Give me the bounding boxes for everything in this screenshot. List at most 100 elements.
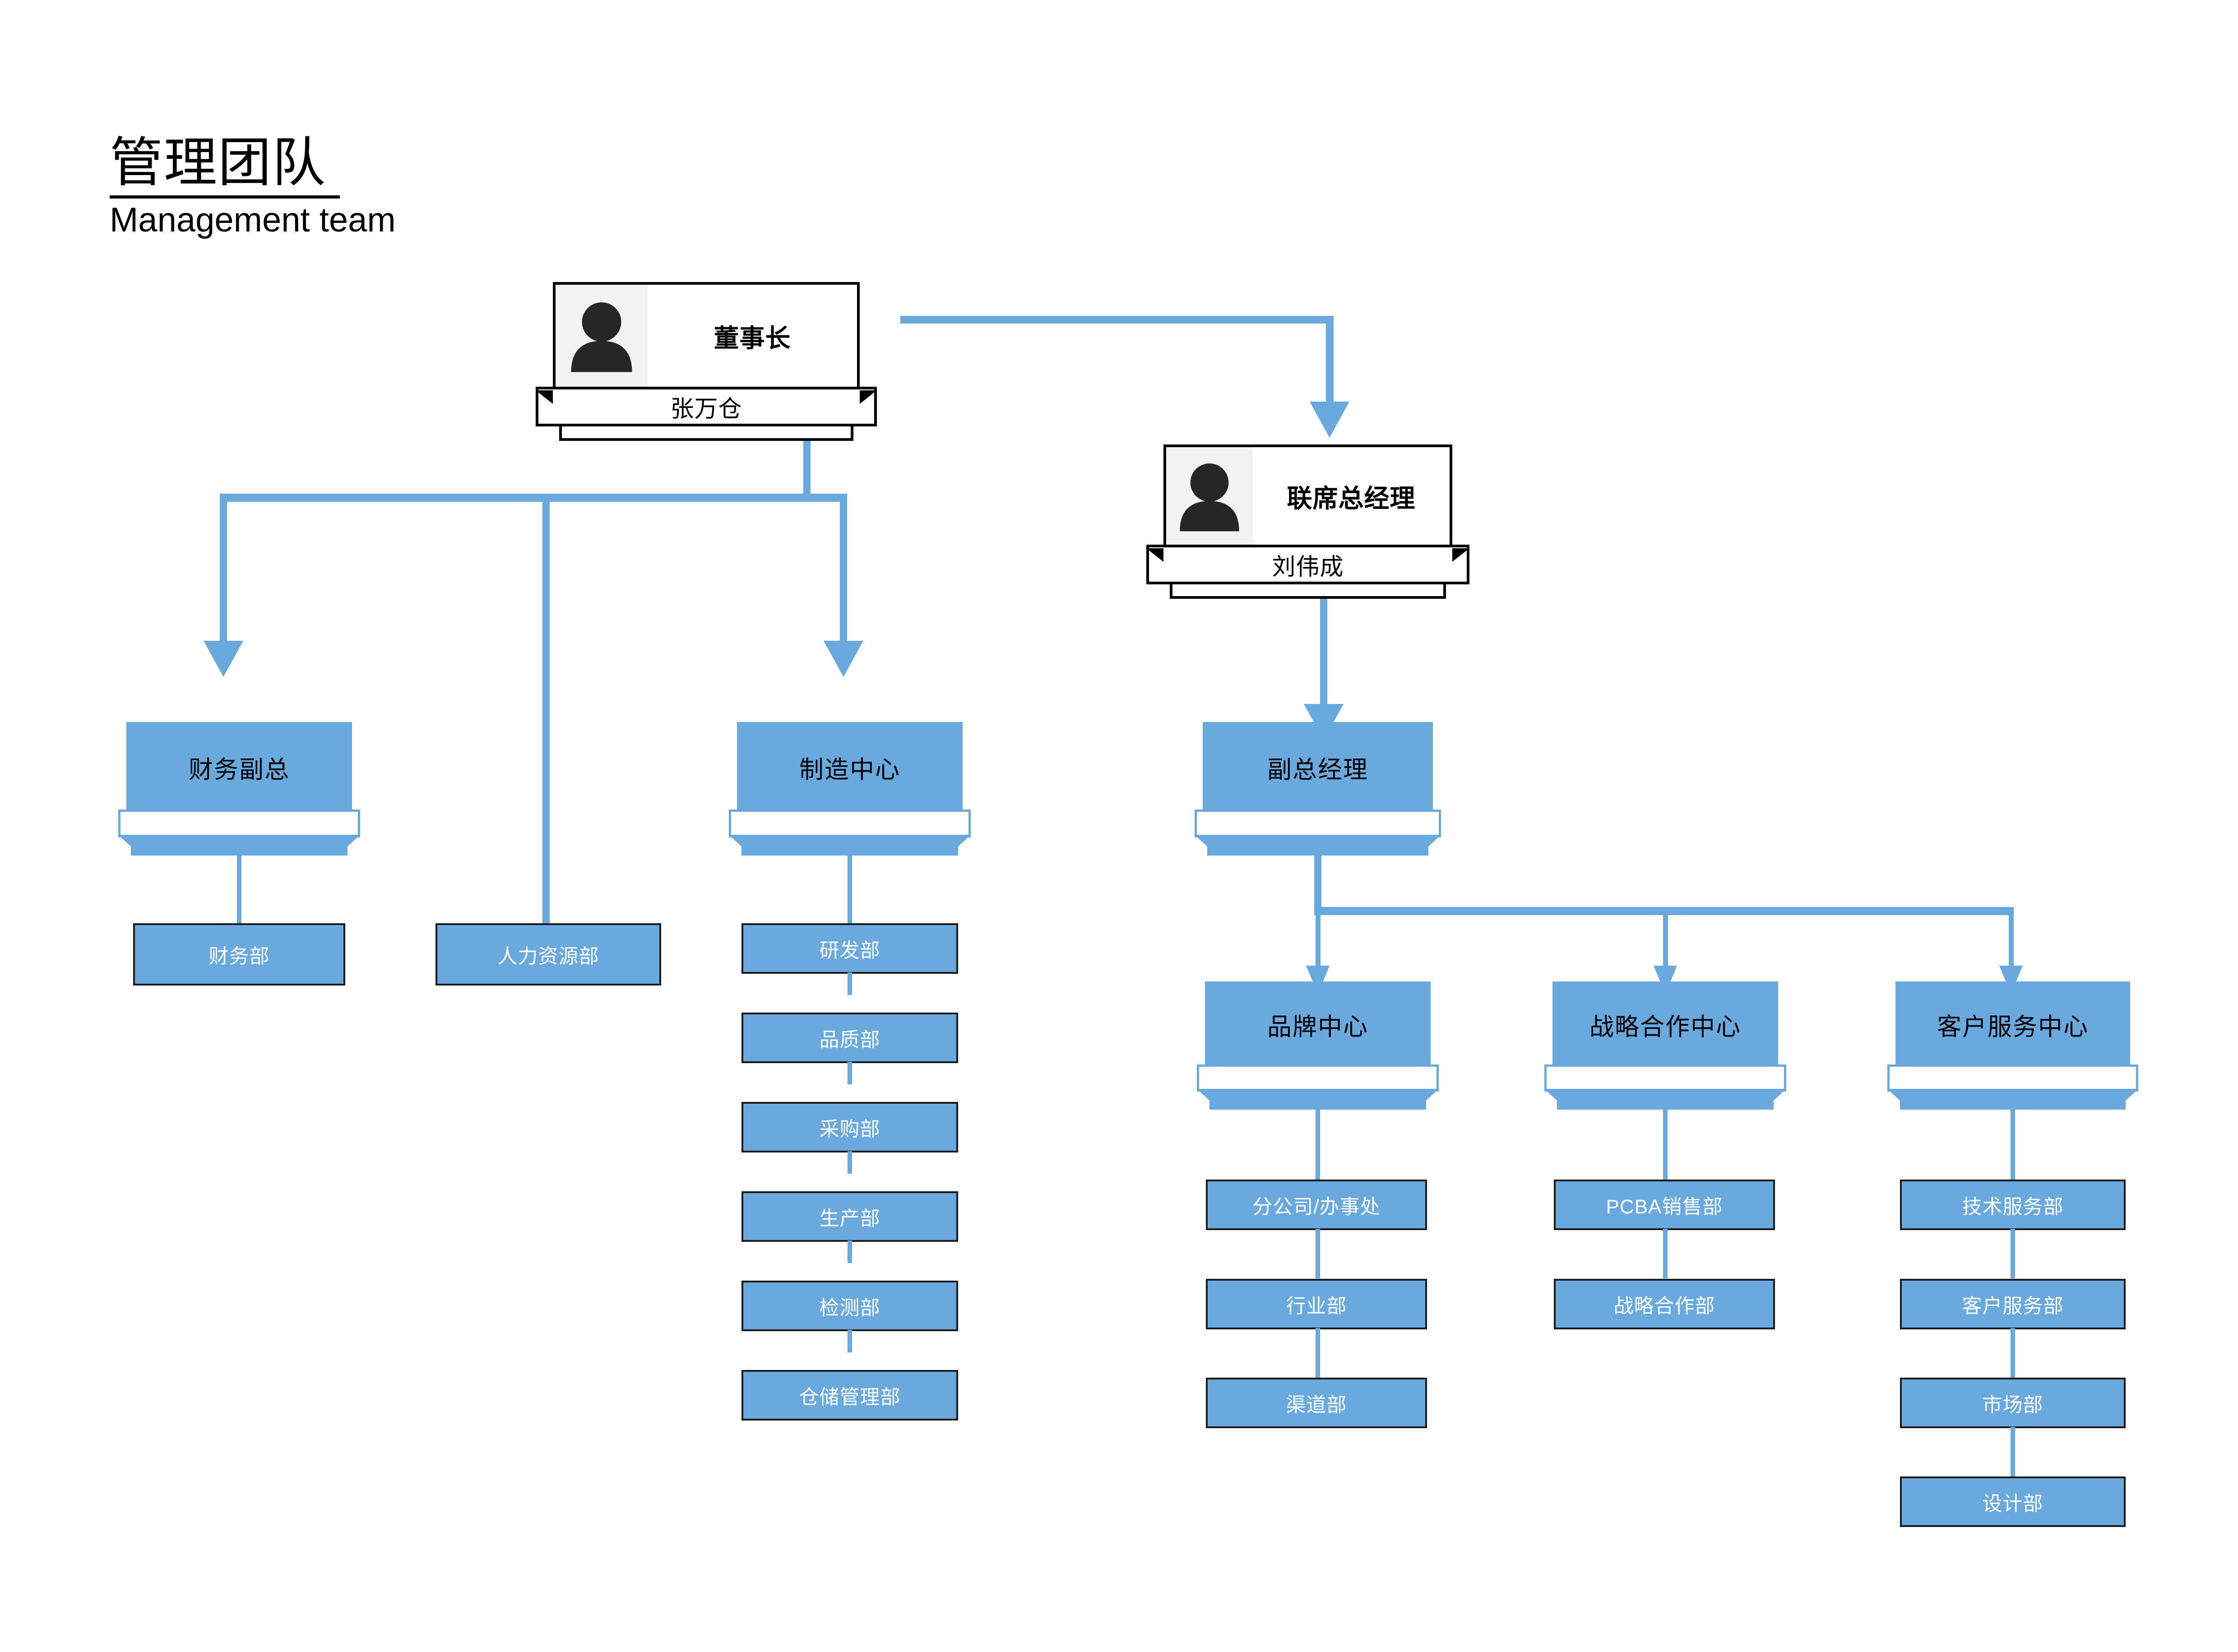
dept-box-customer-service[interactable]: 客户服务部: [1900, 1279, 2126, 1329]
finance-vp-notch-left: [118, 835, 131, 847]
dept-box-quality[interactable]: 品质部: [741, 1013, 958, 1063]
connector-tech-to-customer-service-dept: [2011, 1229, 2015, 1278]
deputy-gm-label: 副总经理: [1267, 756, 1368, 783]
dept-box-warehouse[interactable]: 仓储管理部: [741, 1370, 958, 1421]
dept-label-industry: 行业部: [1286, 1295, 1347, 1317]
connector-industry-to-channel: [1316, 1328, 1320, 1378]
deputy-gm-notch-right: [1428, 835, 1441, 847]
strategy-center-notch-left: [1544, 1089, 1557, 1101]
dept-label-finance: 财务部: [209, 945, 270, 967]
brand-center-base: [1209, 1089, 1426, 1110]
manufacturing-center-base: [741, 835, 958, 856]
person-card-chairman[interactable]: 董事长 张万仓: [536, 282, 877, 441]
cogm-role-cell: 联席总经理: [1253, 447, 1450, 546]
connector-chairman-stem: [803, 433, 811, 499]
connector-customer-service-center-to-tech: [2011, 1110, 2015, 1182]
dept-box-strategy-cooperation[interactable]: 战略合作部: [1554, 1279, 1775, 1329]
dept-label-pcba-sales: PCBA销售部: [1606, 1196, 1723, 1218]
connector-chairman-to-cogm-vertical: [1326, 316, 1334, 406]
connector-bus-to-finance-vp: [220, 494, 227, 645]
manufacturing-center-box: 制造中心: [737, 722, 963, 812]
dept-box-production[interactable]: 生产部: [741, 1191, 958, 1242]
connector-bus-to-manufacturing: [840, 494, 847, 645]
finance-vp-notch-right: [348, 835, 360, 847]
connector-cogm-to-deputy-gm: [1320, 596, 1327, 708]
dept-box-rd[interactable]: 研发部: [741, 923, 958, 974]
dept-label-hr: 人力资源部: [497, 945, 599, 967]
node-deputy-general-manager[interactable]: 副总经理: [1195, 722, 1441, 857]
dept-box-branch-office[interactable]: 分公司/办事处: [1206, 1180, 1427, 1230]
dept-label-quality: 品质部: [819, 1029, 880, 1051]
dept-label-production: 生产部: [819, 1208, 880, 1230]
connector-pcba-to-strategy-dept: [1663, 1229, 1668, 1278]
person-card-co-general-manager[interactable]: 联席总经理 刘伟成: [1146, 444, 1469, 599]
customer-service-center-label: 客户服务中心: [1937, 1013, 2089, 1041]
arrow-chairman-to-cogm: [1310, 402, 1349, 438]
dept-box-pcba-sales[interactable]: PCBA销售部: [1554, 1180, 1775, 1230]
cogm-plate-shadow-right: [1452, 548, 1469, 562]
cogm-name-label: 刘伟成: [1272, 554, 1344, 580]
page-title-en: Management team: [110, 201, 396, 240]
connector-manufacturing-center-to-rd: [848, 856, 852, 925]
cogm-plate-shadow-left: [1146, 548, 1163, 562]
connector-chairman-to-cogm-horizontal: [900, 316, 1334, 324]
brand-center-box: 品牌中心: [1205, 981, 1431, 1067]
node-customer-service-center[interactable]: 客户服务中心: [1887, 981, 2138, 1112]
customer-service-center-band: [1887, 1064, 2138, 1092]
dept-box-hr[interactable]: 人力资源部: [436, 923, 661, 986]
finance-vp-box: 财务副总: [126, 722, 352, 812]
chairman-avatar-cell: [556, 285, 648, 388]
brand-center-band: [1197, 1064, 1439, 1092]
connector-chairman-bus: [220, 494, 847, 502]
dept-label-inspection: 检测部: [819, 1297, 880, 1319]
manufacturing-center-notch-left: [729, 835, 741, 847]
node-finance-vp[interactable]: 财务副总: [118, 722, 360, 857]
strategy-center-box: 战略合作中心: [1552, 981, 1778, 1067]
dept-label-design: 设计部: [1982, 1493, 2043, 1515]
dept-box-finance[interactable]: 财务部: [133, 923, 345, 986]
node-brand-center[interactable]: 品牌中心: [1197, 981, 1439, 1112]
dept-box-inspection[interactable]: 检测部: [741, 1281, 958, 1331]
dept-box-purchasing[interactable]: 采购部: [741, 1102, 958, 1152]
strategy-center-label: 战略合作中心: [1589, 1013, 1741, 1041]
connector-production-to-inspection: [848, 1240, 852, 1263]
customer-service-center-box: 客户服务中心: [1895, 981, 2130, 1067]
manufacturing-center-notch-right: [958, 835, 971, 847]
manufacturing-center-band: [729, 810, 971, 838]
dept-box-channel[interactable]: 渠道部: [1206, 1378, 1427, 1428]
connector-customer-service-to-marketing: [2011, 1328, 2015, 1378]
dept-box-industry[interactable]: 行业部: [1206, 1279, 1427, 1329]
dept-label-customer-service: 客户服务部: [1962, 1295, 2064, 1317]
chairman-plate-foot: [559, 426, 853, 441]
cogm-avatar-cell: [1166, 447, 1253, 546]
deputy-gm-notch-left: [1195, 835, 1207, 847]
brand-center-notch-left: [1197, 1089, 1209, 1101]
connector-branch-to-industry: [1316, 1229, 1320, 1278]
node-strategy-center[interactable]: 战略合作中心: [1544, 981, 1786, 1112]
strategy-center-notch-right: [1774, 1089, 1786, 1101]
customer-service-center-notch-right: [2126, 1089, 2138, 1101]
dept-label-purchasing: 采购部: [819, 1118, 880, 1140]
dept-label-channel: 渠道部: [1286, 1394, 1347, 1416]
dept-box-marketing[interactable]: 市场部: [1900, 1378, 2126, 1428]
connector-bus-to-strategy-center: [1663, 907, 1668, 977]
dept-box-design[interactable]: 设计部: [1900, 1476, 2126, 1527]
finance-vp-band: [118, 810, 360, 838]
arrow-to-finance-vp: [204, 641, 243, 677]
arrow-to-manufacturing: [824, 641, 863, 677]
dept-box-technical-service[interactable]: 技术服务部: [1900, 1180, 2126, 1230]
chairman-name-plate: 张万仓: [536, 387, 877, 426]
title-underline: [110, 195, 340, 199]
deputy-gm-box: 副总经理: [1203, 722, 1433, 812]
customer-service-center-notch-left: [1887, 1089, 1900, 1101]
deputy-gm-base: [1207, 835, 1428, 856]
connector-strategy-center-to-pcba: [1663, 1110, 1668, 1182]
connector-marketing-to-design: [2011, 1427, 2015, 1476]
chairman-role-cell: 董事长: [648, 285, 857, 388]
customer-service-center-base: [1900, 1089, 2126, 1110]
finance-vp-label: 财务副总: [189, 756, 290, 783]
dept-label-warehouse: 仓储管理部: [799, 1386, 901, 1408]
person-avatar-icon: [568, 300, 635, 372]
node-manufacturing-center[interactable]: 制造中心: [729, 722, 971, 857]
